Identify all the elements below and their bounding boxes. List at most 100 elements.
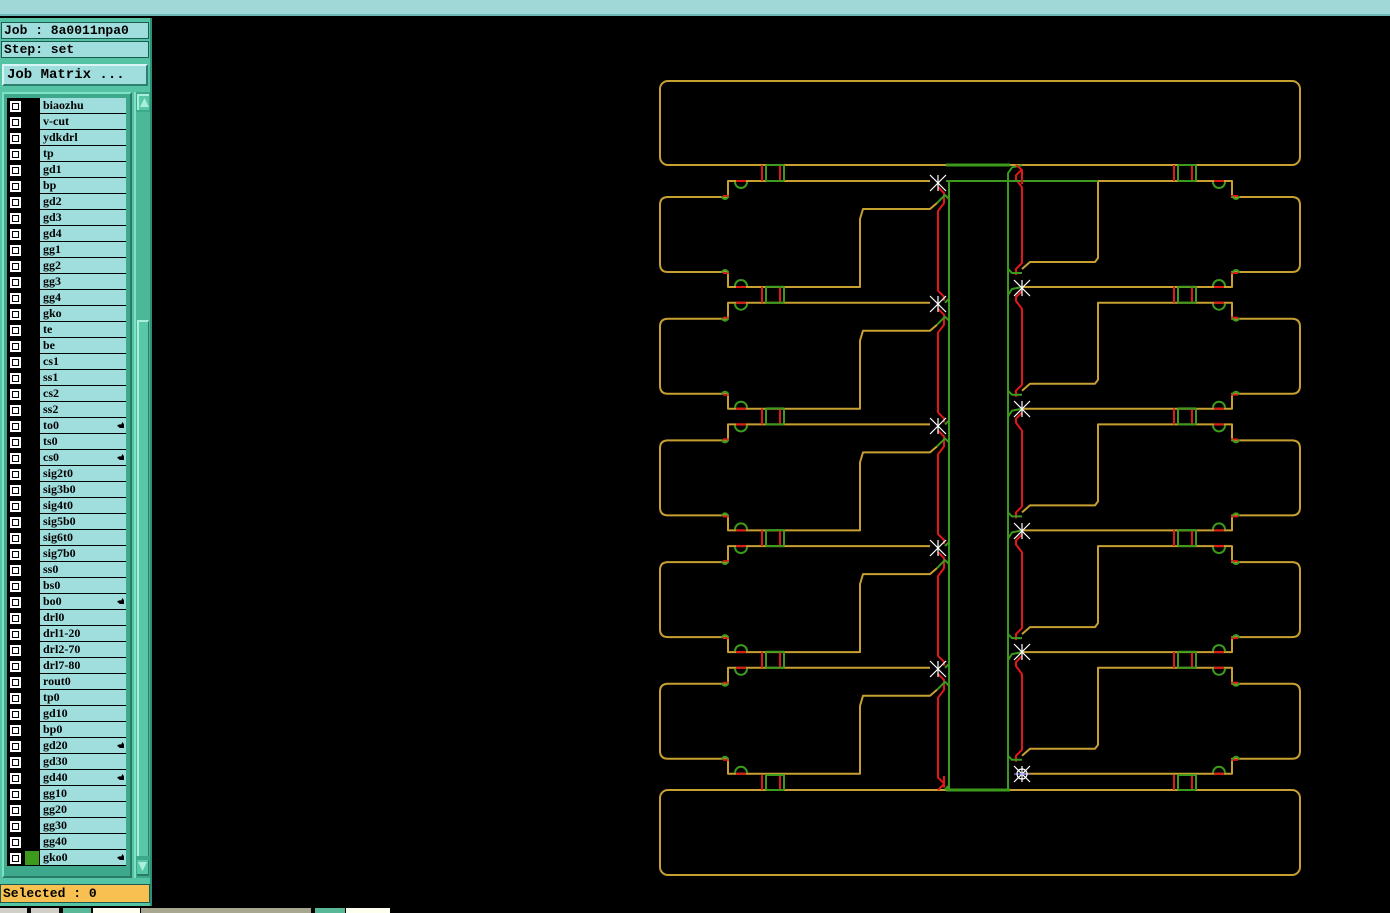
layer-row[interactable]: gd10 [7, 706, 126, 722]
strip-button-3[interactable] [63, 908, 91, 913]
layer-name[interactable]: cs1 [40, 354, 126, 370]
layer-row[interactable]: gd1 [7, 162, 126, 178]
layer-row[interactable]: gg10 [7, 786, 126, 802]
layer-checkbox[interactable] [7, 386, 24, 402]
layer-name[interactable]: ydkdrl [40, 130, 126, 146]
layer-checkbox[interactable] [7, 466, 24, 482]
layer-color-swatch[interactable] [24, 626, 40, 642]
strip-button-4[interactable] [93, 908, 140, 913]
strip-button-7[interactable] [346, 908, 390, 913]
layer-color-swatch[interactable] [24, 658, 40, 674]
layer-name[interactable]: v-cut [40, 114, 126, 130]
layer-checkbox[interactable] [7, 482, 24, 498]
layer-color-swatch[interactable] [24, 370, 40, 386]
layer-row[interactable]: ss2 [7, 402, 126, 418]
layer-color-swatch[interactable] [24, 674, 40, 690]
layer-row[interactable]: cs2 [7, 386, 126, 402]
layer-checkbox[interactable] [7, 194, 24, 210]
layer-color-swatch[interactable] [24, 418, 40, 434]
layer-name[interactable]: drl0 [40, 610, 126, 626]
layer-name[interactable]: gg4 [40, 290, 126, 306]
layer-row[interactable]: bo0 [7, 594, 126, 610]
layer-color-swatch[interactable] [24, 450, 40, 466]
layer-row[interactable]: cs0 [7, 450, 126, 466]
layer-color-swatch[interactable] [24, 594, 40, 610]
layer-name[interactable]: drl2-70 [40, 642, 126, 658]
layer-name[interactable]: gd30 [40, 754, 126, 770]
layer-color-swatch[interactable] [24, 802, 40, 818]
layer-name[interactable]: to0 [40, 418, 126, 434]
layer-color-swatch[interactable] [24, 722, 40, 738]
layer-name[interactable]: sig5b0 [40, 514, 126, 530]
scrollbar-track[interactable] [136, 112, 150, 856]
layer-color-swatch[interactable] [24, 578, 40, 594]
layer-checkbox[interactable] [7, 578, 24, 594]
layer-row[interactable]: ss0 [7, 562, 126, 578]
layer-color-swatch[interactable] [24, 274, 40, 290]
layer-row[interactable]: te [7, 322, 126, 338]
layer-row[interactable]: gg30 [7, 818, 126, 834]
layer-color-swatch[interactable] [24, 434, 40, 450]
layer-color-swatch[interactable] [24, 290, 40, 306]
layer-name[interactable]: gd10 [40, 706, 126, 722]
layer-name[interactable]: drl1-20 [40, 626, 126, 642]
layer-checkbox[interactable] [7, 610, 24, 626]
layer-checkbox[interactable] [7, 530, 24, 546]
layer-checkbox[interactable] [7, 178, 24, 194]
layer-color-swatch[interactable] [24, 194, 40, 210]
layer-row[interactable]: gg4 [7, 290, 126, 306]
layer-name[interactable]: be [40, 338, 126, 354]
strip-button-6[interactable] [315, 908, 345, 913]
layer-row[interactable]: bp [7, 178, 126, 194]
layer-name[interactable]: sig3b0 [40, 482, 126, 498]
layer-color-swatch[interactable] [24, 130, 40, 146]
layer-color-swatch[interactable] [24, 770, 40, 786]
strip-button-2[interactable] [31, 908, 59, 913]
layer-color-swatch[interactable] [24, 610, 40, 626]
layer-color-swatch[interactable] [24, 754, 40, 770]
layer-checkbox[interactable] [7, 770, 24, 786]
layer-row[interactable]: bs0 [7, 578, 126, 594]
job-matrix-button[interactable]: Job Matrix ... [2, 64, 148, 86]
layer-color-swatch[interactable] [24, 402, 40, 418]
layer-name[interactable]: sig4t0 [40, 498, 126, 514]
layer-name[interactable]: cs2 [40, 386, 126, 402]
layer-checkbox[interactable] [7, 546, 24, 562]
layer-name[interactable]: rout0 [40, 674, 126, 690]
layer-row[interactable]: gd4 [7, 226, 126, 242]
layer-color-swatch[interactable] [24, 242, 40, 258]
graphic-canvas[interactable] [152, 18, 1390, 906]
layer-checkbox[interactable] [7, 834, 24, 850]
layer-checkbox[interactable] [7, 514, 24, 530]
layer-color-swatch[interactable] [24, 562, 40, 578]
layer-color-swatch[interactable] [24, 306, 40, 322]
layer-name[interactable]: gko0 [40, 850, 126, 866]
layer-row[interactable]: gko [7, 306, 126, 322]
layer-row[interactable]: gd3 [7, 210, 126, 226]
layer-color-swatch[interactable] [24, 546, 40, 562]
layer-checkbox[interactable] [7, 306, 24, 322]
layer-color-swatch[interactable] [24, 690, 40, 706]
layer-row[interactable]: sig5b0 [7, 514, 126, 530]
layer-row[interactable]: drl0 [7, 610, 126, 626]
layer-name[interactable]: cs0 [40, 450, 126, 466]
pcb-drawing[interactable] [152, 18, 1390, 906]
layer-row[interactable]: gg20 [7, 802, 126, 818]
layer-checkbox[interactable] [7, 690, 24, 706]
layer-row[interactable]: gko0 [7, 850, 126, 866]
layer-name[interactable]: tp0 [40, 690, 126, 706]
layer-checkbox[interactable] [7, 130, 24, 146]
layer-checkbox[interactable] [7, 434, 24, 450]
layer-checkbox[interactable] [7, 162, 24, 178]
layer-name[interactable]: bo0 [40, 594, 126, 610]
layer-row[interactable]: rout0 [7, 674, 126, 690]
strip-button-1[interactable] [0, 908, 27, 913]
layer-color-swatch[interactable] [24, 706, 40, 722]
layer-checkbox[interactable] [7, 498, 24, 514]
layer-color-swatch[interactable] [24, 642, 40, 658]
layer-name[interactable]: gko [40, 306, 126, 322]
strip-button-5[interactable] [141, 908, 311, 913]
layer-checkbox[interactable] [7, 226, 24, 242]
layer-list-scrollbar[interactable] [134, 92, 150, 878]
layer-checkbox[interactable] [7, 754, 24, 770]
